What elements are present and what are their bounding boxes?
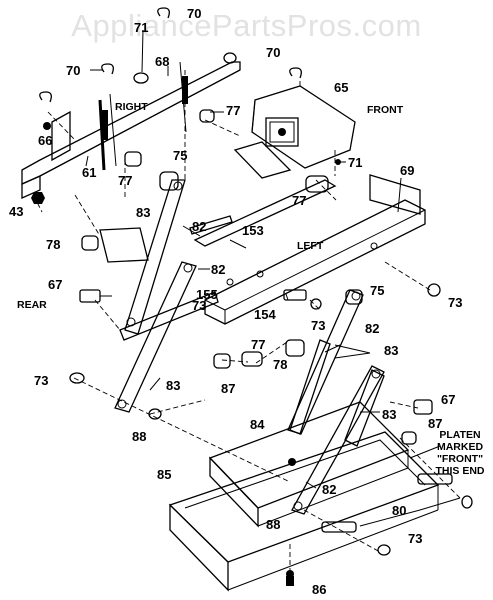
platen-note-line: "FRONT" xyxy=(436,453,484,465)
callout-80: 80 xyxy=(392,503,407,518)
callout-43: 43 xyxy=(9,204,24,219)
callout-83: 83 xyxy=(384,343,399,358)
callout-82: 82 xyxy=(365,321,380,336)
callout-75: 75 xyxy=(370,283,385,298)
callout-87: 87 xyxy=(221,381,236,396)
front-label: FRONT xyxy=(367,104,404,116)
callout-67: 67 xyxy=(441,392,456,407)
callout-70: 70 xyxy=(66,63,81,78)
scissor-arms-front xyxy=(287,289,385,515)
callout-73: 73 xyxy=(408,531,423,546)
callout-77: 77 xyxy=(292,193,307,208)
callout-82: 82 xyxy=(211,262,226,277)
callout-82: 82 xyxy=(192,219,207,234)
callout-154: 154 xyxy=(254,307,276,322)
callout-153: 153 xyxy=(242,223,264,238)
callout-88: 88 xyxy=(266,517,281,532)
leader-lines xyxy=(85,29,461,527)
callout-83: 83 xyxy=(382,407,397,422)
callout-71: 71 xyxy=(134,20,149,35)
callout-67: 67 xyxy=(48,277,63,292)
callout-78: 78 xyxy=(273,357,288,372)
callout-77: 77 xyxy=(251,337,266,352)
assembly-lines xyxy=(33,70,461,574)
platen-84 xyxy=(208,401,410,528)
platen-note: PLATEN MARKED "FRONT" THIS END xyxy=(428,429,492,477)
callout-68: 68 xyxy=(155,54,170,69)
callout-75: 75 xyxy=(173,148,188,163)
callout-88: 88 xyxy=(132,429,147,444)
hardware xyxy=(31,7,473,586)
callout-86: 86 xyxy=(312,582,327,597)
platen-note-line: THIS END xyxy=(435,465,485,477)
scissor-arms-rear xyxy=(99,179,219,413)
left-frame xyxy=(189,174,426,325)
callout-87: 87 xyxy=(428,416,443,431)
callout-69: 69 xyxy=(400,163,415,178)
platen-note-line: PLATEN xyxy=(439,429,481,441)
callout-82: 82 xyxy=(322,482,337,497)
callout-66: 66 xyxy=(38,133,53,148)
callout-65: 65 xyxy=(334,80,349,95)
callout-73: 73 xyxy=(311,318,326,333)
callout-78: 78 xyxy=(46,237,61,252)
callout-73: 73 xyxy=(34,373,49,388)
callout-155: 155 xyxy=(196,287,218,302)
callout-85: 85 xyxy=(157,467,172,482)
platen-note-line: MARKED xyxy=(436,441,484,453)
callout-73: 73 xyxy=(448,295,463,310)
callout-77: 77 xyxy=(118,173,133,188)
callout-61: 61 xyxy=(82,165,97,180)
callout-70: 70 xyxy=(187,6,202,21)
callout-73: 73 xyxy=(192,298,207,313)
rear-label: REAR xyxy=(17,299,47,311)
callout-77: 77 xyxy=(226,103,241,118)
base-tray-85 xyxy=(168,431,440,592)
callout-84: 84 xyxy=(250,417,265,432)
callout-70: 70 xyxy=(266,45,281,60)
callout-71: 71 xyxy=(348,155,363,170)
left-label: LEFT xyxy=(297,240,324,252)
watermark: AppliancePartsPros.com xyxy=(71,8,422,43)
right-label: RIGHT xyxy=(115,101,148,113)
callout-83: 83 xyxy=(166,378,181,393)
callout-83: 83 xyxy=(136,205,151,220)
